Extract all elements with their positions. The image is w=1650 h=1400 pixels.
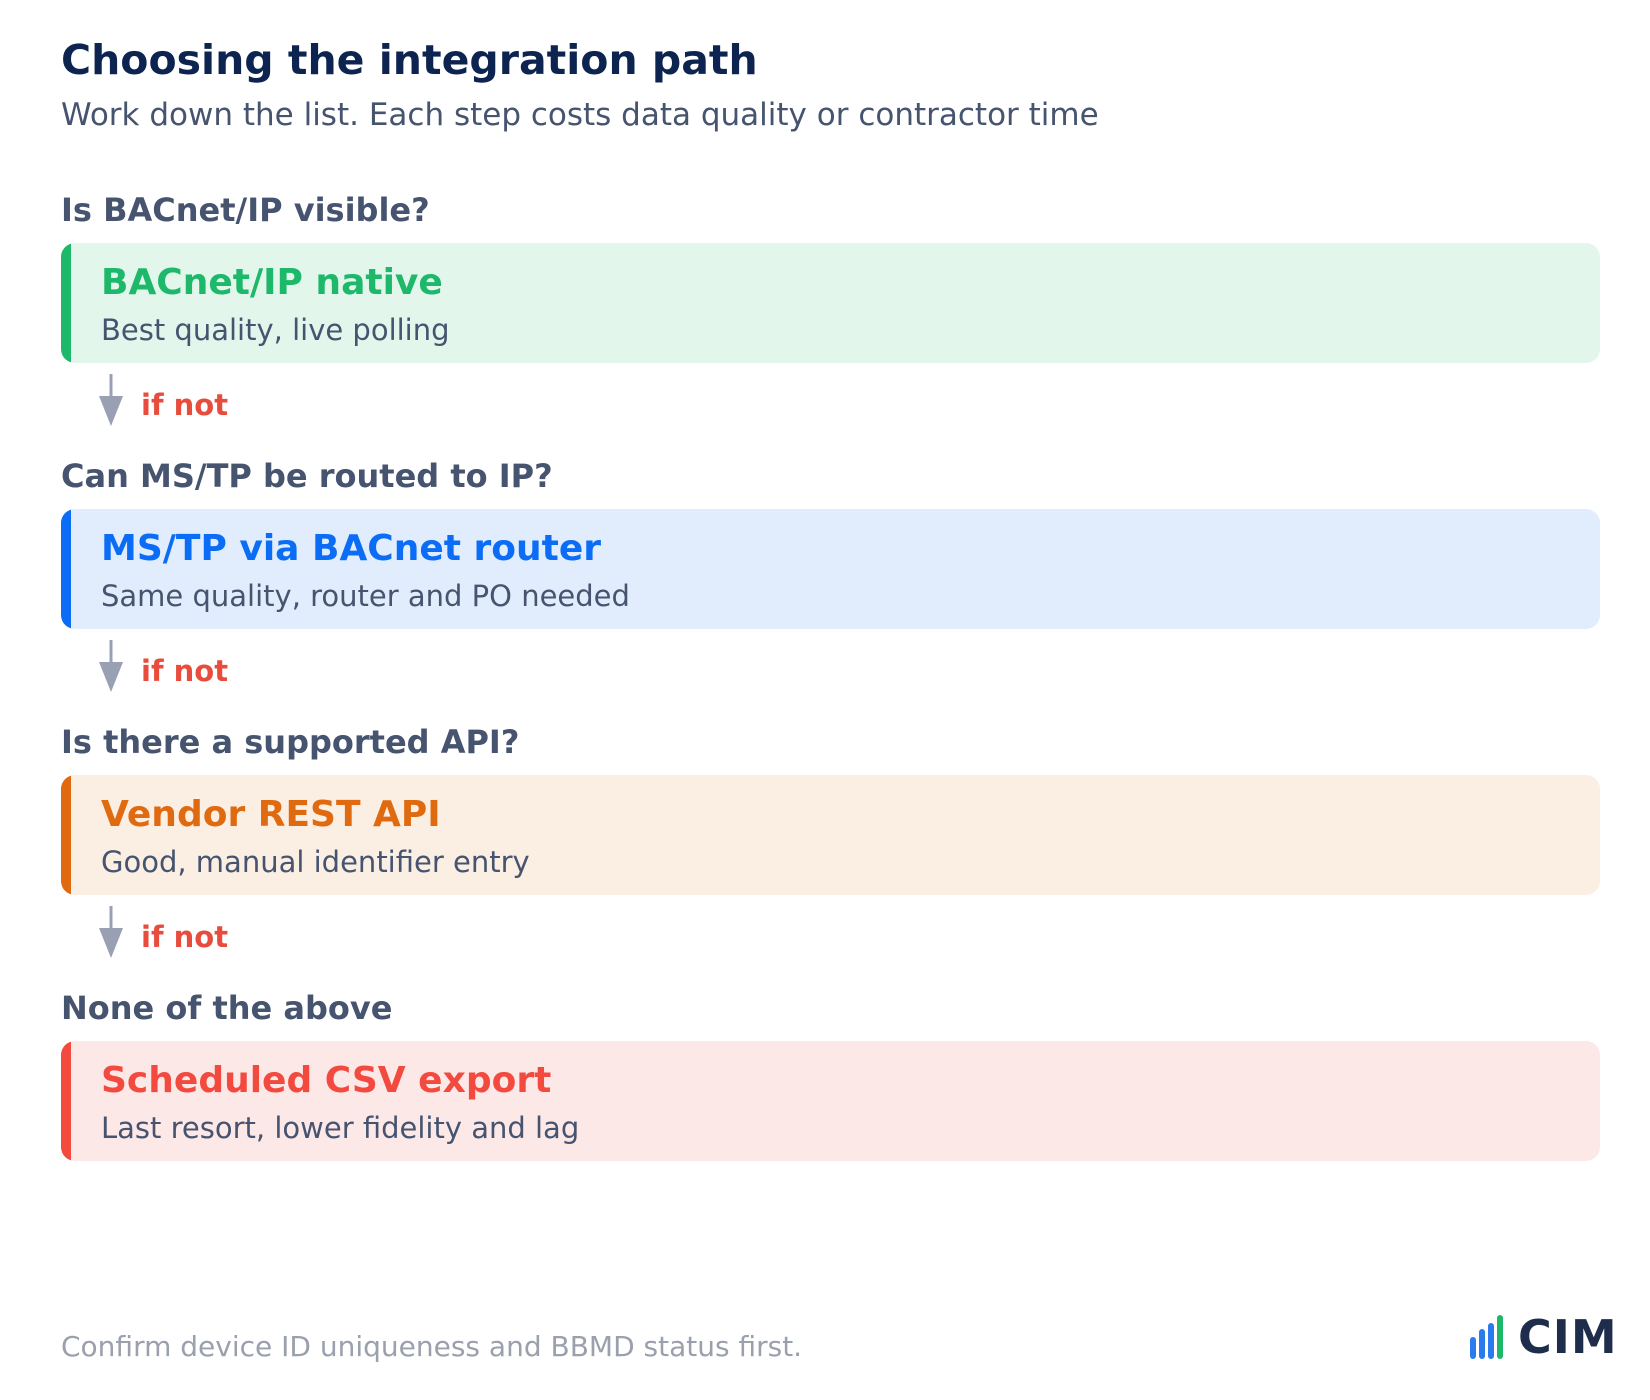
logo-text: CIM <box>1518 1310 1618 1364</box>
option-accent-bar <box>61 775 71 895</box>
option-name: Scheduled CSV export <box>101 1060 552 1101</box>
option-accent-bar <box>61 1041 71 1161</box>
option-accent-bar <box>61 243 71 363</box>
connector-if-not: if not <box>61 895 1600 988</box>
option-description: Good, manual identifier entry <box>101 845 530 879</box>
page-title: Choosing the integration path <box>61 36 758 84</box>
option-description: Same quality, router and PO needed <box>101 579 630 613</box>
option-description: Last resort, lower fidelity and lag <box>101 1111 580 1145</box>
connector-if-not: if not <box>61 363 1600 456</box>
arrow-down-icon <box>99 374 123 426</box>
option-card-csv-export: Scheduled CSV export Last resort, lower … <box>61 1041 1600 1161</box>
option-description: Best quality, live polling <box>101 313 450 347</box>
option-name: Vendor REST API <box>101 794 441 835</box>
footer-note: Confirm device ID uniqueness and BBMD st… <box>61 1330 803 1363</box>
connector-if-not: if not <box>61 629 1600 722</box>
arrow-down-icon <box>99 906 123 958</box>
step-question: Can MS/TP be routed to IP? <box>61 456 1600 509</box>
question-text: Is there a supported API? <box>61 723 520 761</box>
page-subtitle: Work down the list. Each step costs data… <box>61 97 1099 133</box>
step-question: None of the above <box>61 988 1600 1041</box>
option-card-bacnet-ip: BACnet/IP native Best quality, live poll… <box>61 243 1600 363</box>
step-vendor-api: Is there a supported API? Vendor REST AP… <box>61 722 1600 988</box>
option-name: MS/TP via BACnet router <box>101 528 602 569</box>
step-bacnet-ip: Is BACnet/IP visible? BACnet/IP native B… <box>61 190 1600 456</box>
question-text: Is BACnet/IP visible? <box>61 191 430 229</box>
connector-label: if not <box>141 920 229 954</box>
option-accent-bar <box>61 509 71 629</box>
option-card-mstp-router: MS/TP via BACnet router Same quality, ro… <box>61 509 1600 629</box>
cim-logo: CIM <box>1470 1310 1618 1364</box>
decision-flow: Is BACnet/IP visible? BACnet/IP native B… <box>61 190 1600 1161</box>
step-question: Is BACnet/IP visible? <box>61 190 1600 243</box>
option-card-vendor-api: Vendor REST API Good, manual identifier … <box>61 775 1600 895</box>
connector-label: if not <box>141 388 229 422</box>
option-name: BACnet/IP native <box>101 262 443 303</box>
step-mstp-router: Can MS/TP be routed to IP? MS/TP via BAC… <box>61 456 1600 722</box>
bar-chart-logo-icon <box>1470 1315 1506 1359</box>
connector-label: if not <box>141 654 229 688</box>
step-question: Is there a supported API? <box>61 722 1600 775</box>
question-text: Can MS/TP be routed to IP? <box>61 457 553 495</box>
step-csv-export: None of the above Scheduled CSV export L… <box>61 988 1600 1161</box>
question-text: None of the above <box>61 989 393 1027</box>
arrow-down-icon <box>99 640 123 692</box>
